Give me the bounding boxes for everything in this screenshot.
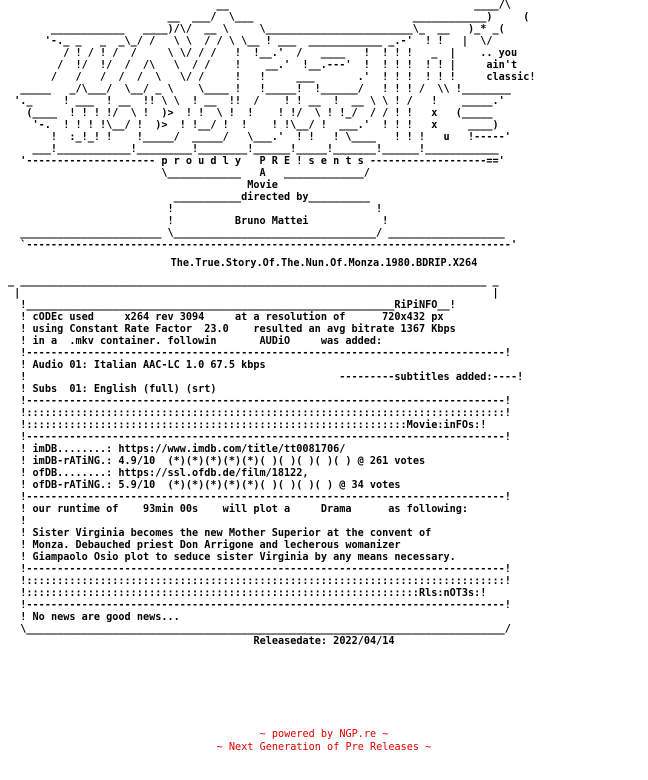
box-section-ripinfo: !_______________________________________… xyxy=(8,300,456,311)
box-codec-block: ! cODEc used x264 rev 3094 at a resoluti… xyxy=(8,312,524,635)
ofdb-rating: ofDB-rATiNG.: 5.9/10 (*)(*)(*)(*)(*)( )(… xyxy=(32,480,401,491)
codec-line-3: in a .mkv container. followin AUDiO was … xyxy=(32,336,383,347)
audio-line: Audio 01: Italian AAC-LC 1.0 67.5 kbps xyxy=(32,360,266,371)
nfo-document: __ ____/\ __ ___/ \___ ____________) ( _… xyxy=(0,0,648,647)
plot-line-3: Giampaolo Osio plot to seduce sister Vir… xyxy=(32,552,456,563)
footer: ~ powered by NGP.re ~ ~ Next Generation … xyxy=(0,728,648,754)
info-box: _ ______________________________________… xyxy=(0,276,648,636)
release-title: The.True.Story.Of.The.Nun.Of.Monza.1980.… xyxy=(170,258,478,269)
ripinfo-header: RiPiNFO xyxy=(394,300,438,311)
subs-line: Subs 01: English (full) (srt) xyxy=(32,384,217,395)
release-date: Releasedate: 2022/04/14 xyxy=(253,636,395,647)
imdb-rating: imDB-rATiNG.: 4.9/10 (*)(*)(*)(*)(*)( )(… xyxy=(32,456,426,467)
codec-line-2: using Constant Rate Factor 23.0 resulted… xyxy=(32,324,456,335)
ascii-logo-art: __ ____/\ __ ___/ \___ ____________) ( _… xyxy=(14,0,536,251)
subtitles-header: subtitles added: xyxy=(394,372,493,383)
imdb-link[interactable]: imDB........: https://www.imdb.com/title… xyxy=(32,444,346,455)
powered-by-link[interactable]: ~ powered by NGP.re ~ xyxy=(259,729,389,740)
runtime-line: our runtime of 93min 00s will plot a Dra… xyxy=(32,504,469,515)
notes-line: No news are good news... xyxy=(32,612,180,623)
ofdb-link[interactable]: ofDB........: https://ssl.ofdb.de/film/1… xyxy=(32,468,309,479)
tagline-text: ~ Next Generation of Pre Releases ~ xyxy=(216,742,432,753)
movie-infos-header: Movie:inFOs xyxy=(406,420,475,431)
notes-header: Rls:nOT3s xyxy=(418,588,475,599)
codec-line-1: cODEc used x264 rev 3094 at a resolution… xyxy=(32,312,444,323)
plot-line-2: Monza. Debauched priest Don Arrigone and… xyxy=(32,540,401,551)
box-top-border: _ ______________________________________… xyxy=(8,276,499,299)
plot-line-1: Sister Virginia becomes the new Mother S… xyxy=(32,528,432,539)
